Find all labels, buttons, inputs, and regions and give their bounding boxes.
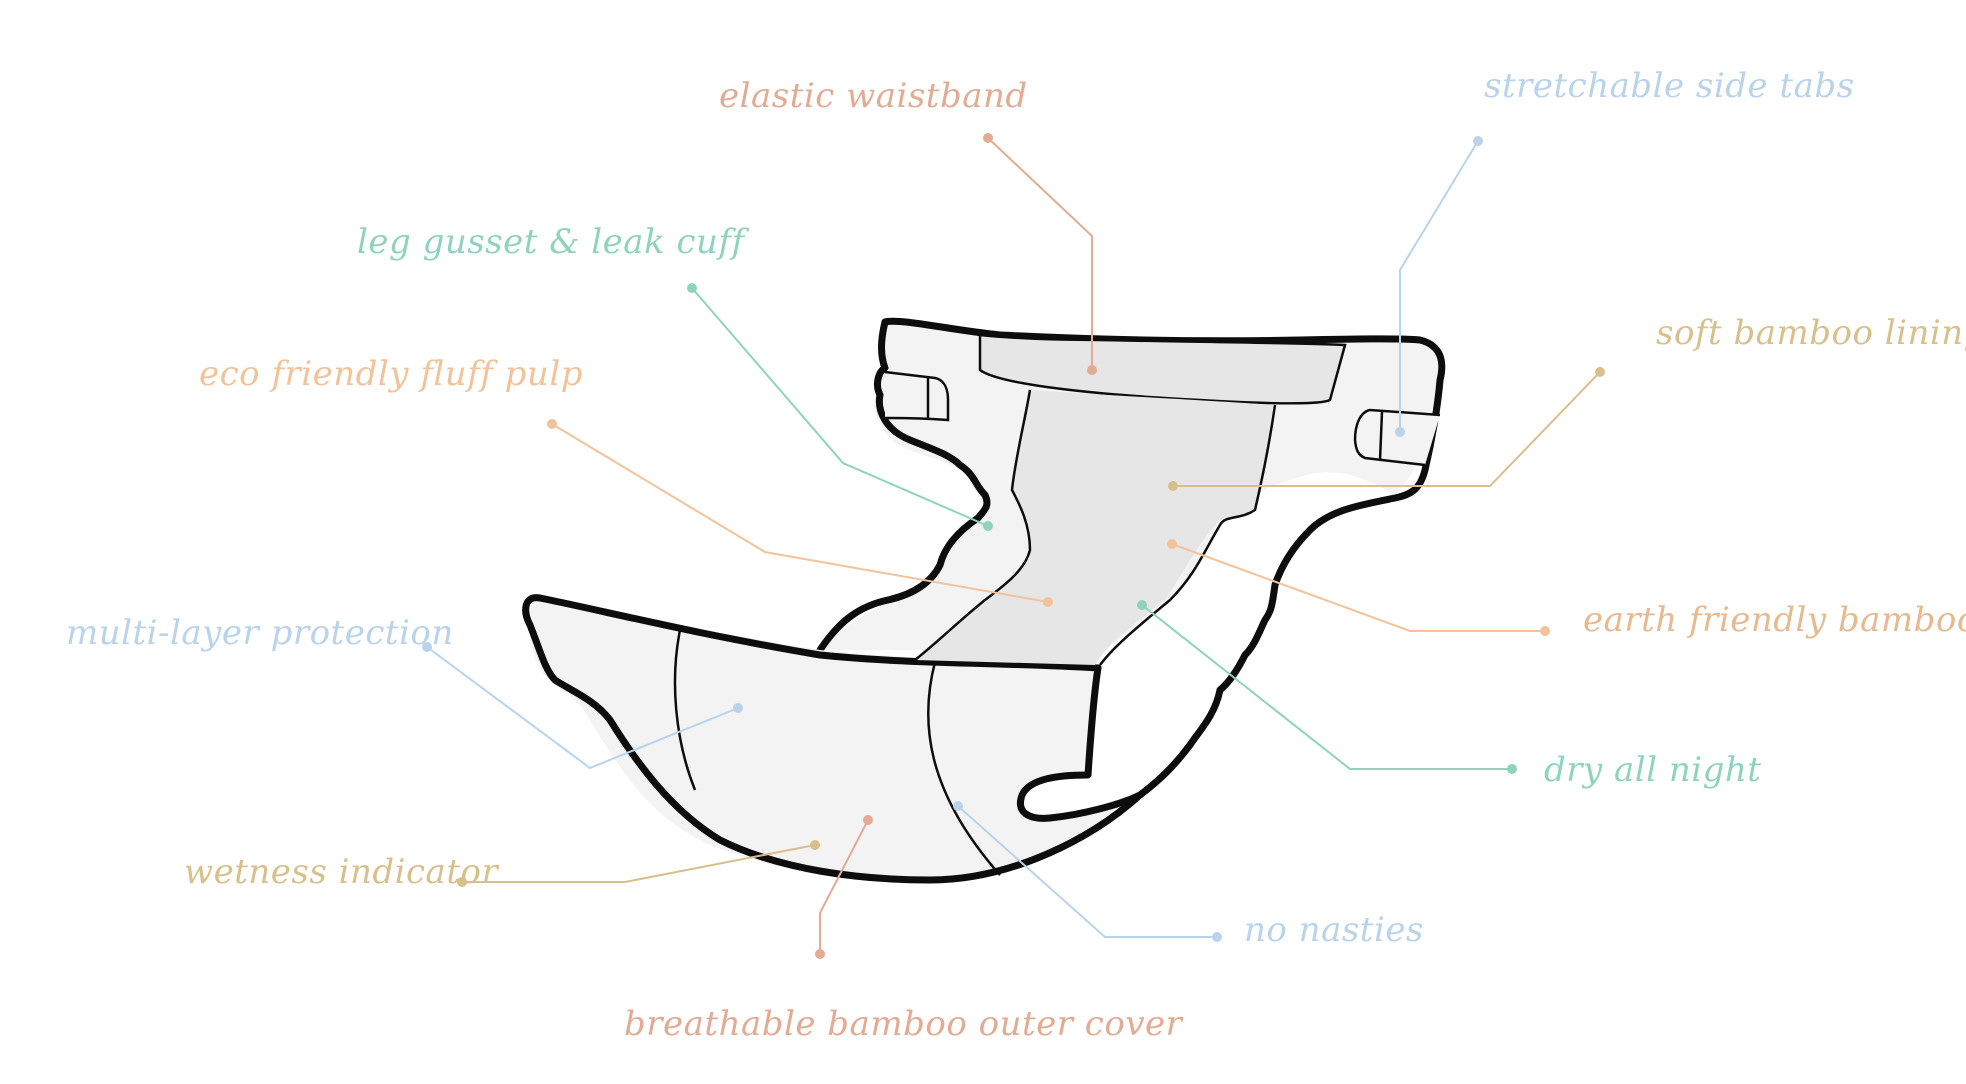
label-leg-gusset: leg gusset & leak cuff xyxy=(357,222,745,262)
diaper-front-waist xyxy=(536,594,1102,672)
label-no-nasties: no nasties xyxy=(1244,910,1424,950)
dot-fluff-pulp xyxy=(1043,597,1053,607)
leader-wetness xyxy=(462,844,816,883)
dot-multi-layer xyxy=(733,703,743,713)
dot-leg-gusset xyxy=(983,521,993,531)
dot-earth-bamboo-end xyxy=(1540,626,1550,636)
dot-outer-cover xyxy=(863,815,873,825)
diaper-outline-top xyxy=(816,318,991,654)
leader-multi-layer xyxy=(426,646,739,770)
dot-side-tabs xyxy=(1395,427,1405,437)
left-side-tab xyxy=(884,370,950,422)
leader-earth-bamboo xyxy=(1171,543,1545,632)
dot-waistband xyxy=(1087,365,1097,375)
leader-elastic-waistband xyxy=(987,137,1093,370)
diaper-right-tab xyxy=(1017,581,1279,822)
label-soft-bamboo-lining: soft bamboo lining xyxy=(1656,313,1966,353)
dot-no-nasties xyxy=(953,801,963,811)
dot-fluff-pulp-end xyxy=(547,419,557,429)
leader-dry-all-night xyxy=(1141,604,1512,770)
core-edge-left xyxy=(914,389,1032,661)
leader-no-nasties xyxy=(957,805,1217,938)
front-line-right xyxy=(927,661,1001,876)
label-earth-friendly-bamboo: earth friendly bamboo xyxy=(1583,600,1966,640)
dot-outer-cover-end xyxy=(815,949,825,959)
right-side-tab xyxy=(1353,408,1441,467)
waistband-band xyxy=(978,333,1347,405)
label-stretchable-side-tabs: stretchable side tabs xyxy=(1484,66,1855,106)
dot-no-nasties-end xyxy=(1212,932,1222,942)
leader-outer-cover xyxy=(819,819,869,954)
label-dry-all-night: dry all night xyxy=(1544,750,1762,790)
leader-lines xyxy=(426,137,1601,954)
front-line-left xyxy=(673,629,697,791)
diaper-waist-edge xyxy=(881,317,1446,589)
leader-fluff-pulp xyxy=(551,423,1049,603)
diaper-illustration xyxy=(522,317,1446,884)
label-wetness-indicator: wetness indicator xyxy=(184,852,499,892)
label-eco-fluff-pulp: eco friendly fluff pulp xyxy=(199,354,583,394)
dot-side-tabs-end xyxy=(1473,136,1483,146)
label-outer-cover: breathable bamboo outer cover xyxy=(624,1004,1183,1044)
right-tab-divider xyxy=(1378,411,1384,461)
dot-multi-layer-end xyxy=(422,642,432,652)
label-elastic-waistband: elastic waistband xyxy=(719,76,1028,116)
absorbent-core xyxy=(915,390,1275,665)
dot-earth-bamboo xyxy=(1167,539,1177,549)
dot-dry-night xyxy=(1137,600,1147,610)
leader-dots xyxy=(422,133,1605,959)
core-edge-right xyxy=(1099,404,1277,666)
leader-bamboo-lining xyxy=(1173,371,1601,487)
dot-bamboo-lining xyxy=(1168,481,1178,491)
dot-wetness-end xyxy=(457,877,467,887)
dot-waistband-end xyxy=(983,133,993,143)
label-multi-layer-protection: multi-layer protection xyxy=(66,613,454,653)
dot-wetness xyxy=(810,840,820,850)
dot-dry-night-end xyxy=(1507,764,1517,774)
dot-leg-gusset-end xyxy=(687,283,697,293)
dot-bamboo-lining-end xyxy=(1595,367,1605,377)
leader-side-tabs xyxy=(1399,140,1479,432)
diaper-front-outline xyxy=(522,594,1144,884)
leader-leg-gusset xyxy=(691,287,989,527)
